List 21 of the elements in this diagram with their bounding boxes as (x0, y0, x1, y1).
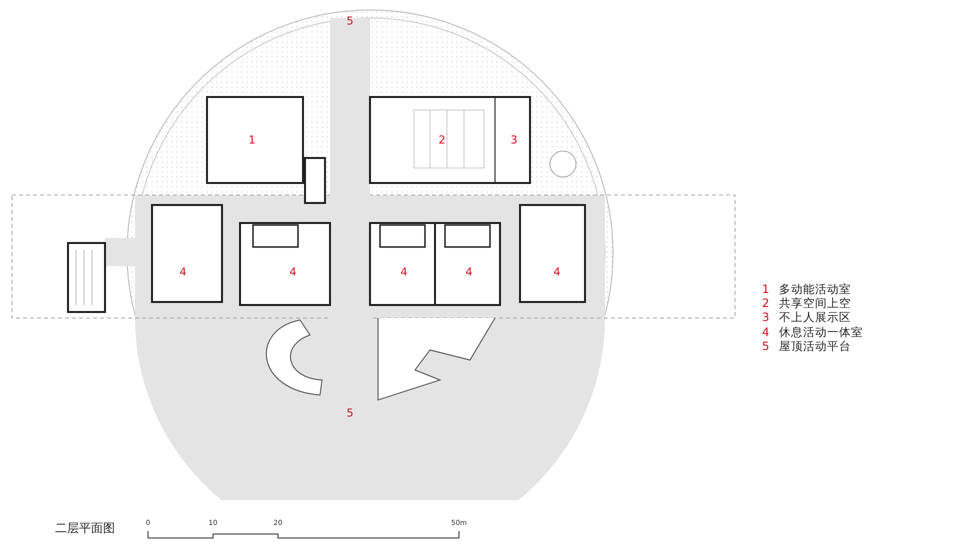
legend-number: 2 (762, 298, 770, 310)
room-number: 2 (438, 134, 446, 146)
room-number: 4 (180, 266, 186, 278)
room-number: 5 (346, 16, 354, 26)
legend-number: 3 (762, 312, 770, 324)
legend-number: 4 (762, 326, 770, 338)
legend-text: 休息活动一体室 (779, 326, 863, 338)
drawing-title: 二层平面图 (55, 522, 115, 534)
room-number: 4 (290, 266, 296, 278)
room-number: 4 (400, 266, 408, 278)
legend-text: 多动能活动室 (779, 284, 851, 296)
room-number: 4 (554, 266, 560, 278)
legend-number: 1 (762, 284, 770, 296)
legend-text: 共享空间上空 (779, 298, 851, 310)
room-number: 5 (346, 408, 354, 418)
legend-text: 不上人展示区 (779, 312, 851, 324)
room-number: 4 (466, 266, 472, 278)
legend-number: 5 (762, 340, 770, 352)
room-number: 3 (510, 134, 518, 146)
legend-text: 屋顶活动平台 (779, 340, 851, 352)
room-number: 1 (248, 134, 256, 146)
